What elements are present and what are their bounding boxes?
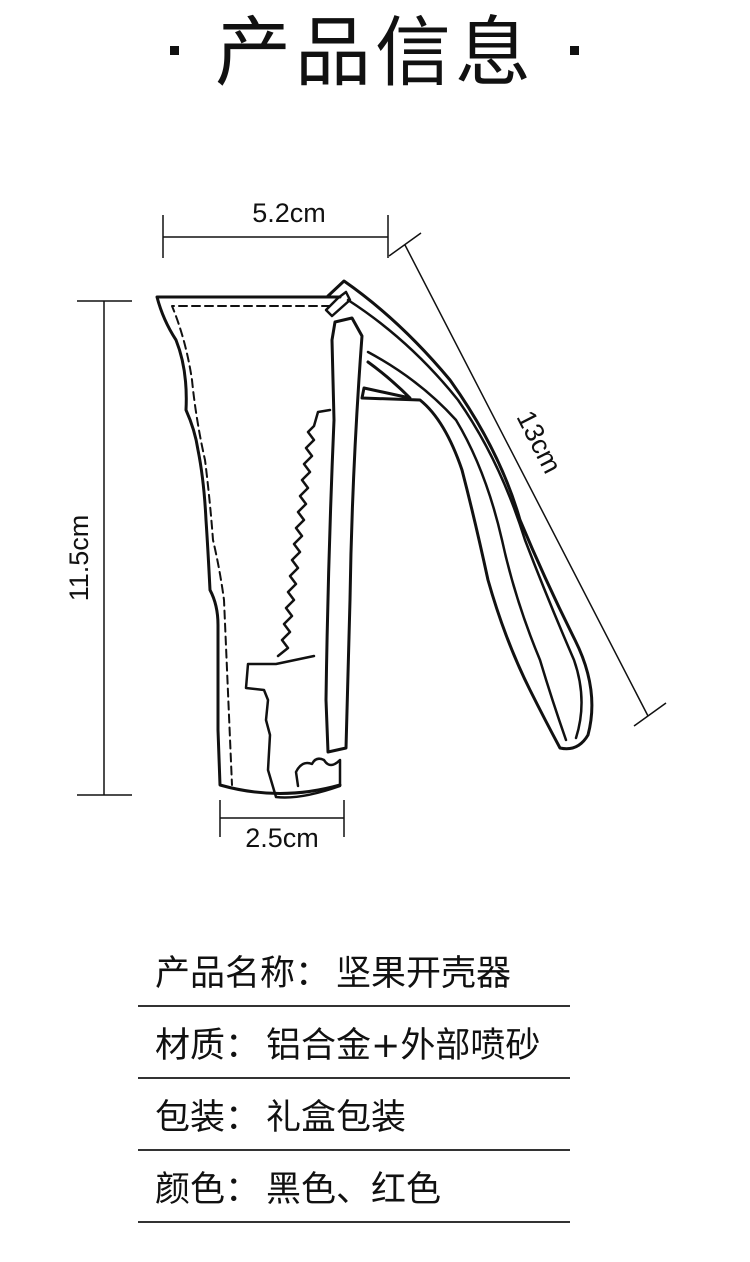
spec-label: 颜色 [155,1169,226,1210]
dim-length-top-tick [388,232,422,257]
funnel-outline [155,295,342,795]
spec-label: 材质 [155,1025,226,1066]
pivot [324,290,352,318]
dim-top-label: 5.2cm [252,198,326,228]
spec-value: 铝合金+外部喷砂 [266,1025,541,1066]
handle-inner-edge [366,350,568,742]
outer-handle [326,279,594,751]
dim-length-bottom-tick [633,702,667,727]
product-diagram: 5.2cm 11.5cm 13cm 2.5cm [64,198,667,853]
nutcracker-drawing [155,279,594,799]
title-row: 产品信息 [0,0,750,110]
title-dot-right [570,46,579,55]
dim-height-label: 11.5cm [64,515,94,602]
spec-colon: ： [225,1097,261,1138]
page-title: 产品信息 [215,8,535,97]
spec-row-color: 颜色 ： 黑色、红色 [138,1151,570,1223]
spec-value: 礼盒包装 [266,1097,407,1138]
dim-length-line [404,244,649,717]
inner-lever [324,316,364,754]
dimension-lines [77,215,667,837]
serrated-jaw [276,408,332,658]
spec-label: 产品名称 [155,953,296,994]
spec-row-name: 产品名称 ： 坚果开壳器 [138,935,570,1007]
title-dot-left [170,46,179,55]
spec-value: 黑色、红色 [266,1169,442,1210]
spec-label: 包装 [155,1097,226,1138]
spec-value: 坚果开壳器 [336,953,512,994]
spec-colon: ： [225,1025,261,1066]
funnel-inner-dashed [171,305,331,786]
spec-row-material: 材质 ： 铝合金+外部喷砂 [138,1007,570,1079]
spec-colon: ： [295,953,331,994]
handle-inner-contour [346,298,583,740]
dim-bottom-label: 2.5cm [245,823,319,853]
spec-colon: ： [225,1169,261,1210]
lower-jaw [244,654,342,799]
spec-row-packaging: 包装 ： 礼盒包装 [138,1079,570,1151]
product-info-table: 产品名称 ： 坚果开壳器 材质 ： 铝合金+外部喷砂 包装 ： 礼盒包装 颜色 … [138,935,570,1223]
